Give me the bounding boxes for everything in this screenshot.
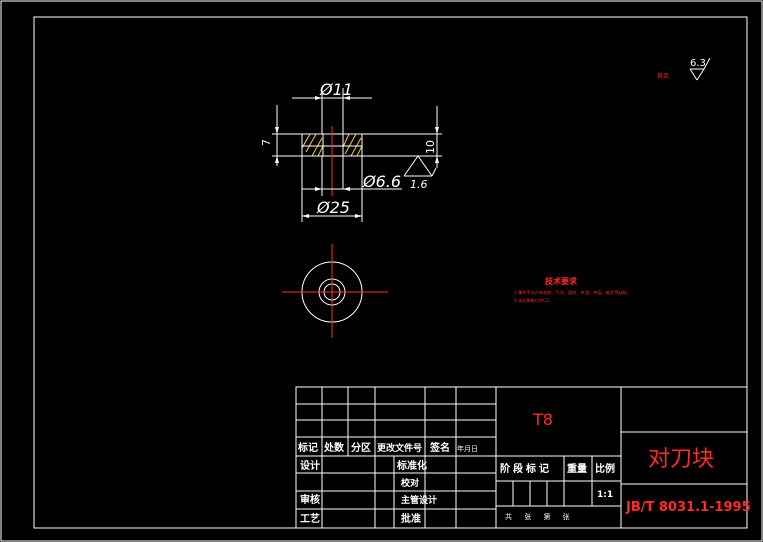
section-hatch <box>301 133 363 157</box>
dim-height-left: 7 <box>260 139 273 146</box>
front-section-view: Ø11 7 10 Ø6.6 1.6 <box>260 80 442 222</box>
part-name: 对刀块 <box>648 447 714 472</box>
scale-value: 1:1 <box>597 490 613 500</box>
arrow-left-bot <box>275 156 279 163</box>
stage-header-2: 比例 <box>595 462 615 475</box>
rev-header-3: 更改文件号 <box>377 442 422 454</box>
tech-requirements: 技术要求 1.零件不允许有毛刺、气孔、裂纹、夹渣、夹层、缩孔等缺陷。 2.未注倒… <box>514 276 631 304</box>
tech-item-2: 2.未注倒角均为C1。 <box>514 297 553 304</box>
row-process: 工艺 <box>300 512 320 525</box>
dim-hole-diameter: Ø6.6 <box>362 172 401 191</box>
dim-height-right: 10 <box>424 140 437 154</box>
rev-header-1: 处数 <box>323 441 345 454</box>
top-view <box>282 244 388 338</box>
arrow-hole-right <box>343 187 350 191</box>
arrow-bot-left <box>302 214 309 218</box>
dim-top-diameter: Ø11 <box>319 80 353 99</box>
arrow-top-left <box>315 96 322 100</box>
row-main-designer: 主管设计 <box>401 494 437 506</box>
tech-item-1: 1.零件不允许有毛刺、气孔、裂纹、夹渣、夹层、缩孔等缺陷。 <box>514 289 631 296</box>
arrow-right-top <box>435 127 439 134</box>
rev-header-2: 分区 <box>351 441 371 454</box>
rev-header-4: 签名 <box>429 441 450 454</box>
standard-number: JB/T 8031.1-1995 <box>625 500 751 515</box>
roughness-note-label: 其余 <box>657 72 669 80</box>
dim-bottom-diameter: Ø25 <box>316 198 350 217</box>
roughness-note: 其余 6.3 <box>657 57 711 81</box>
roughness-note-value: 6.3 <box>690 58 706 69</box>
rev-header-0: 标记 <box>297 441 318 454</box>
rev-header-5: 年月日 <box>457 444 478 453</box>
sheet-info: 共 张 第 张 <box>505 512 575 521</box>
arrow-left-top <box>275 127 279 134</box>
stage-header-0: 阶段标记 <box>500 462 552 475</box>
tech-title: 技术要求 <box>545 276 578 286</box>
arrow-hole-left <box>315 187 322 191</box>
roughness-value-main: 1.6 <box>410 178 428 191</box>
row-proofread: 校对 <box>401 477 419 489</box>
row-standardize: 标准化 <box>396 459 427 472</box>
row-review: 审核 <box>300 493 320 506</box>
stage-header-1: 重量 <box>567 462 587 475</box>
arrow-top-right <box>343 96 350 100</box>
row-approve: 批准 <box>401 512 421 525</box>
material: T8 <box>532 410 553 429</box>
title-block: T8 对刀块 JB/T 8031.1-1995 标记 处数 分区 更改文件号 签… <box>295 386 751 529</box>
row-design: 设计 <box>300 459 320 472</box>
arrow-bot-right <box>355 214 362 218</box>
arrow-right-bot <box>435 156 439 163</box>
roughness-symbol-main: 1.6 <box>403 155 437 191</box>
